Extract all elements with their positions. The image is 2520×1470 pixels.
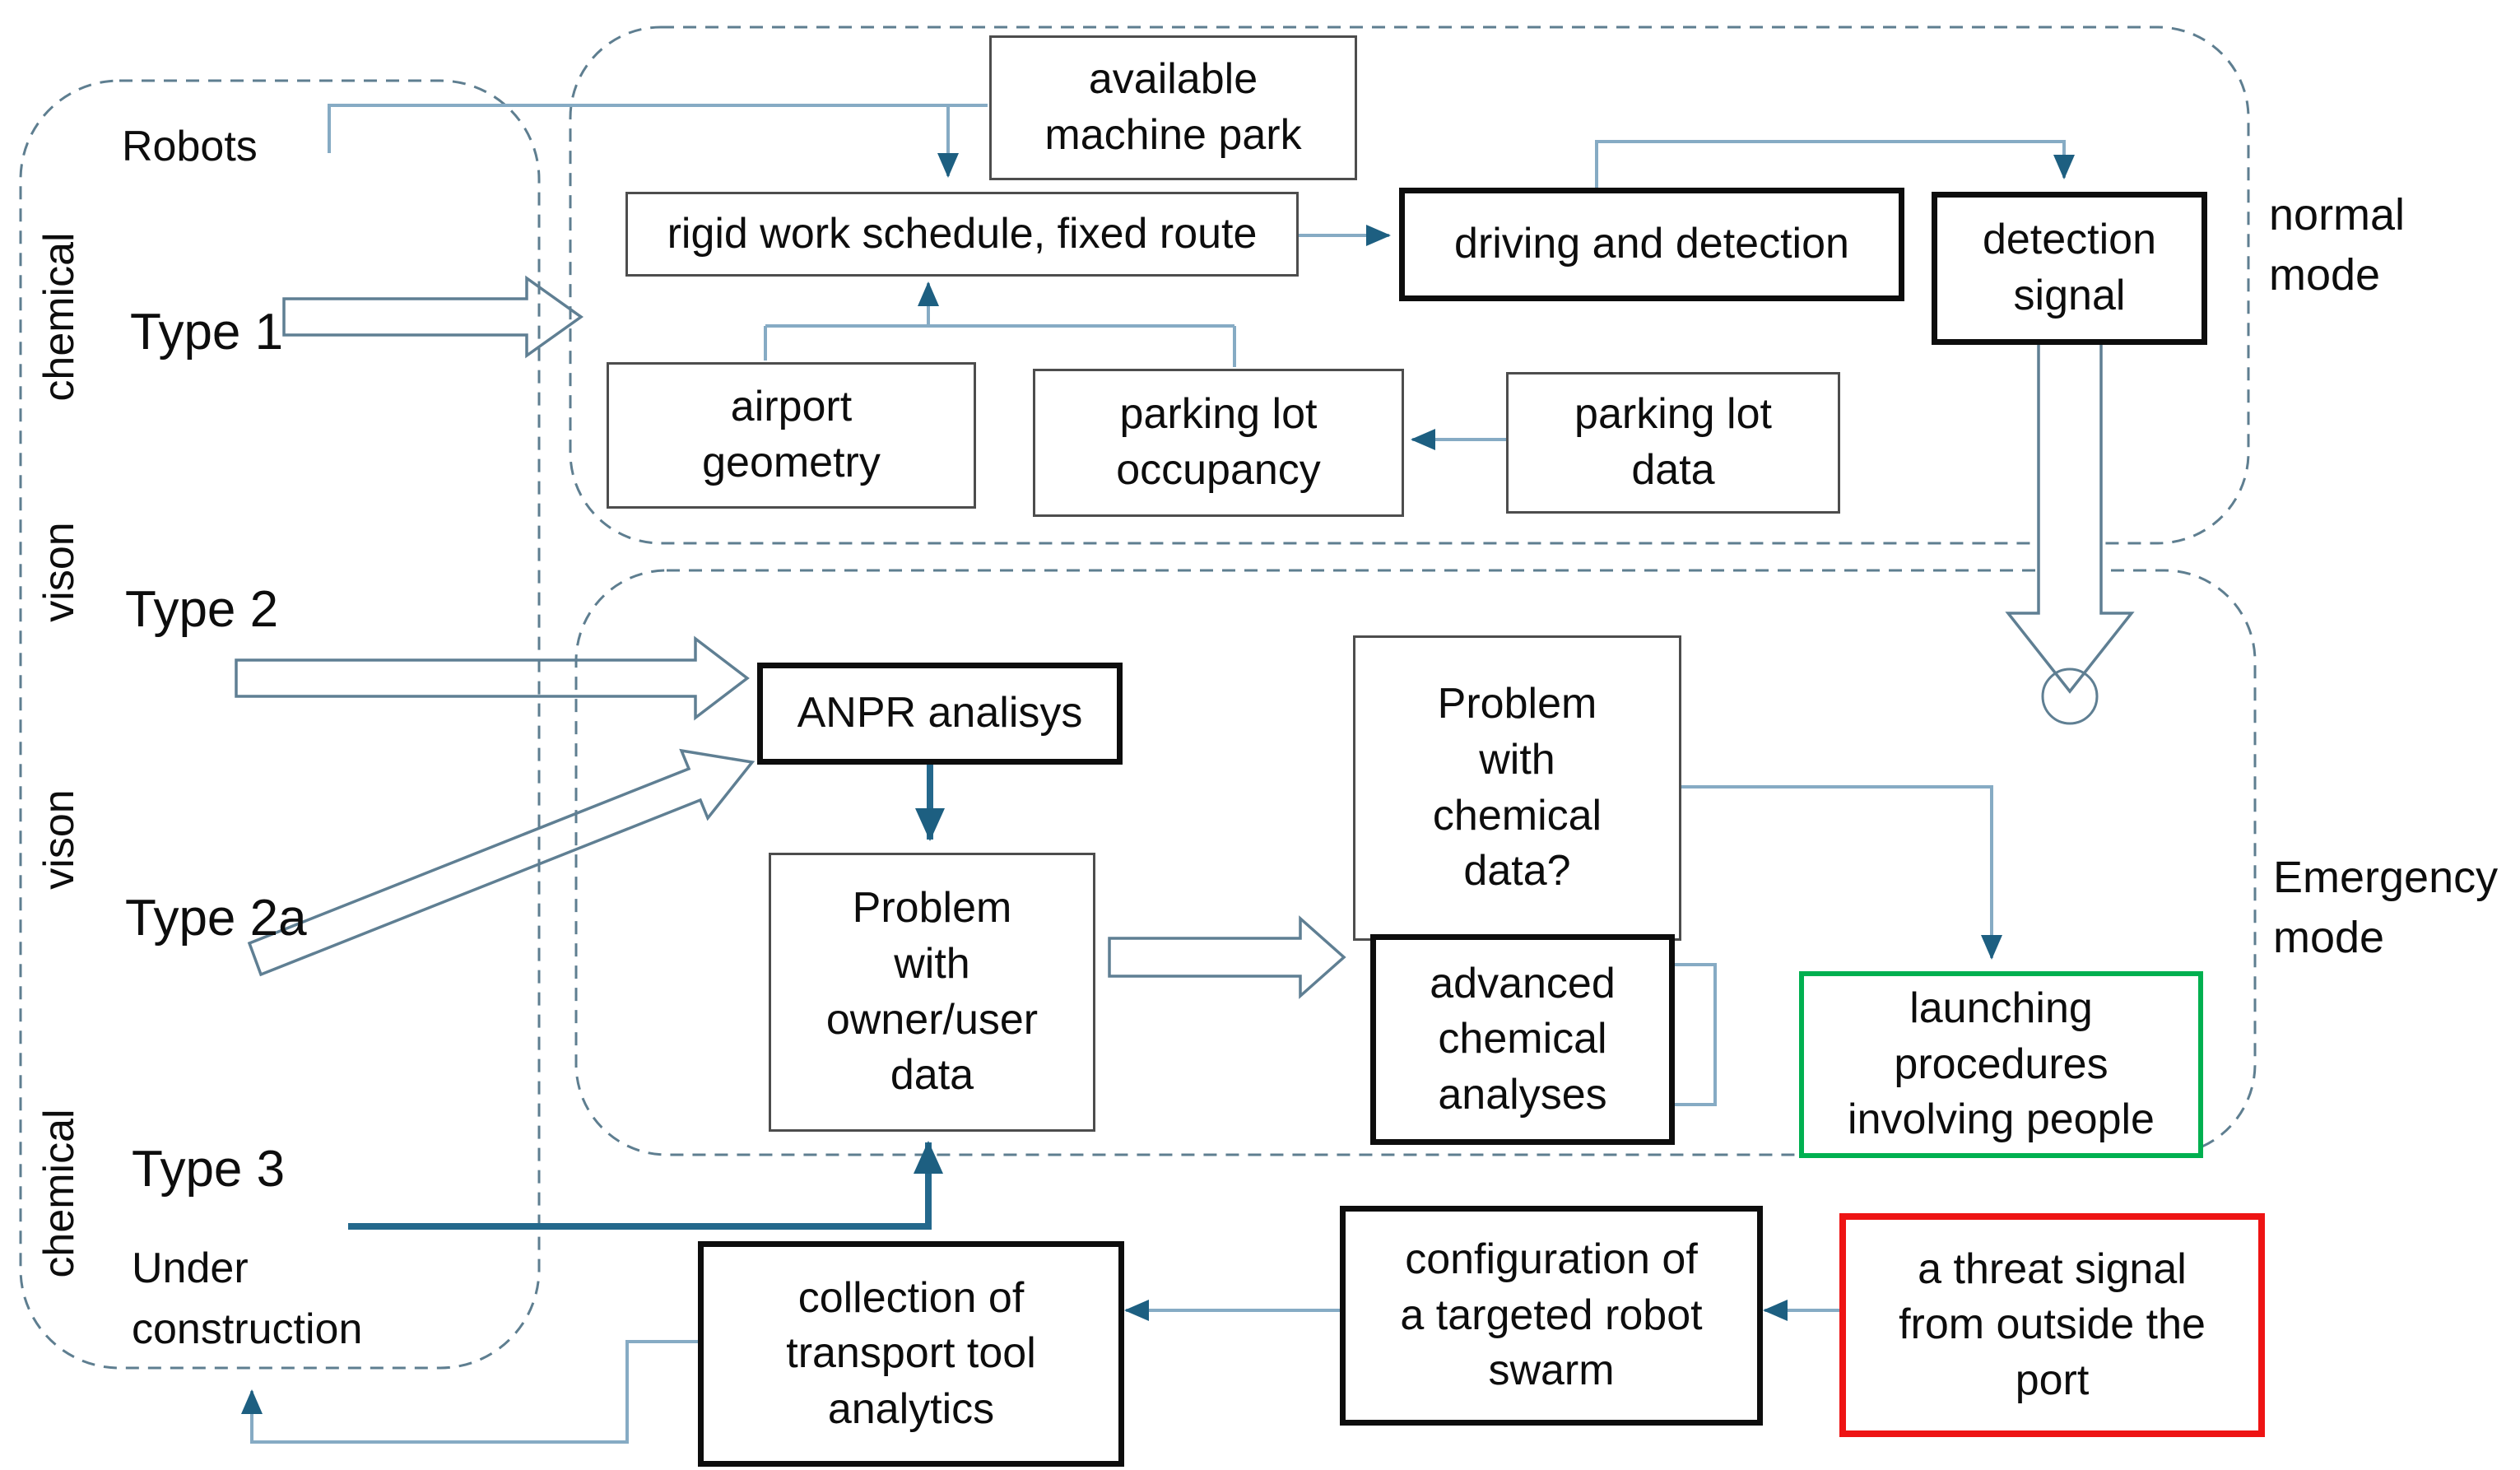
emergency-entry-circle [2041,668,2099,725]
type3-to-problem-owner-arrow [348,1141,943,1230]
sensor-label-chemical-bottom: chemical [35,1109,83,1278]
robots-container-outline [19,79,541,1370]
rigid-work-schedule-box: rigid work schedule, fixed route [625,192,1299,277]
driving-to-detection-elbow-arrow [1595,140,2075,188]
detection-to-emergency-block-arrow [2005,334,2135,694]
detection-signal-box: detection signal [1932,192,2207,345]
robots-to-machine-park-line [328,104,988,153]
type3-status-label: Under construction [132,1244,363,1353]
collection-transport-box: collection of transport tool analytics [698,1241,1124,1467]
problem-to-advanced-block-arrow [1108,915,1346,999]
type1-block-arrow [282,275,584,359]
anpr-analysis-box: ANPR analisys [757,663,1123,765]
advanced-chemical-box: advanced chemical analyses [1370,934,1675,1145]
normal-mode-label: normal mode [2269,190,2406,300]
sensor-label-vison-mid: vison [35,789,83,890]
collection-to-robots-arrow [241,1340,698,1444]
configuration-swarm-box: configuration of a targeted robot swarm [1340,1206,1763,1426]
type2a-label: Type 2a [125,890,307,947]
normal-mode-container-outline [569,26,2250,545]
sensor-label-chemical-top: chemical [35,232,83,402]
type2-block-arrow [235,635,750,721]
threat-signal-box: a threat signal from outside the port [1839,1213,2265,1437]
robots-container-label: Robots [122,123,258,170]
launching-procedures-box: launching procedures involving people [1799,971,2203,1158]
available-machine-park-box: available machine park [989,35,1357,180]
emergency-mode-container-outline [574,569,2257,1156]
problem-chemical-box: Problem with chemical data? [1353,635,1681,941]
parking-lot-occupancy-box: parking lot occupancy [1033,369,1404,517]
driving-and-detection-box: driving and detection [1399,188,1904,301]
problem-chemical-to-launching-arrow [1676,785,2002,960]
emergency-mode-label: Emergency mode [2273,853,2499,962]
type2-label: Type 2 [125,581,279,638]
parking-lot-data-box: parking lot data [1506,372,1840,514]
airport-geometry-box: airport geometry [607,362,976,509]
type1-label: Type 1 [130,304,284,361]
sensor-label-vison-top: vison [35,522,83,622]
type2a-block-arrow [247,748,756,977]
problem-owner-user-box: Problem with owner/user data [769,853,1095,1132]
type3-label: Type 3 [132,1141,286,1198]
